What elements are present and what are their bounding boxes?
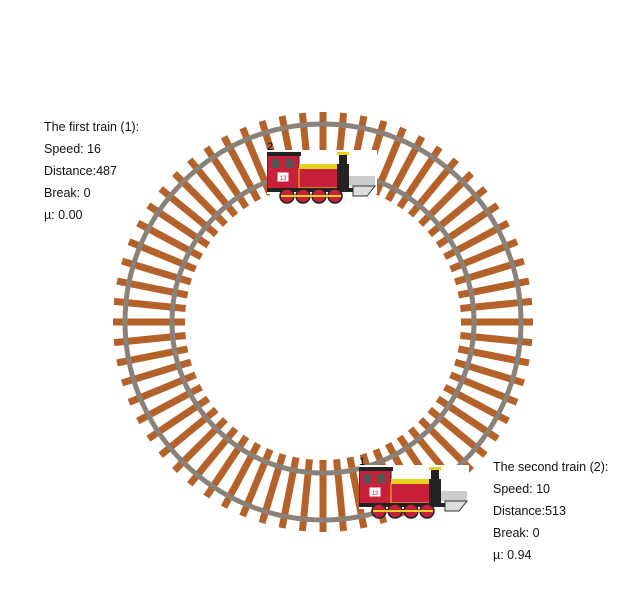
outer-rail	[122, 121, 524, 523]
train1-distance: Distance:487	[44, 164, 117, 178]
train-marker: 1	[359, 456, 366, 468]
train2-distance: Distance:513	[493, 504, 566, 518]
train1-title: The first train (1):	[44, 120, 140, 134]
train2-mu: µ: 0.94	[493, 548, 532, 562]
train-locomotive-top: 2 13	[265, 141, 377, 206]
inner-rail	[169, 168, 477, 476]
train2-break: Break: 0	[493, 526, 540, 540]
train1-mu: µ: 0.00	[44, 208, 83, 222]
train-locomotive-bottom: 1 13	[357, 456, 469, 521]
svg-text:13: 13	[372, 491, 379, 497]
train-marker: 2	[267, 141, 274, 153]
train2-title: The second train (2):	[493, 460, 609, 474]
svg-text:13: 13	[280, 176, 287, 182]
train2-speed: Speed: 10	[493, 482, 550, 496]
train1-info-panel: The first train (1): Speed: 16 Distance:…	[44, 116, 139, 226]
locomotive-icon: 13	[357, 465, 469, 519]
train1-speed: Speed: 16	[44, 142, 101, 156]
train2-info-panel: The second train (2): Speed: 10 Distance…	[493, 456, 608, 566]
train1-break: Break: 0	[44, 186, 91, 200]
locomotive-icon: 13	[265, 150, 377, 204]
